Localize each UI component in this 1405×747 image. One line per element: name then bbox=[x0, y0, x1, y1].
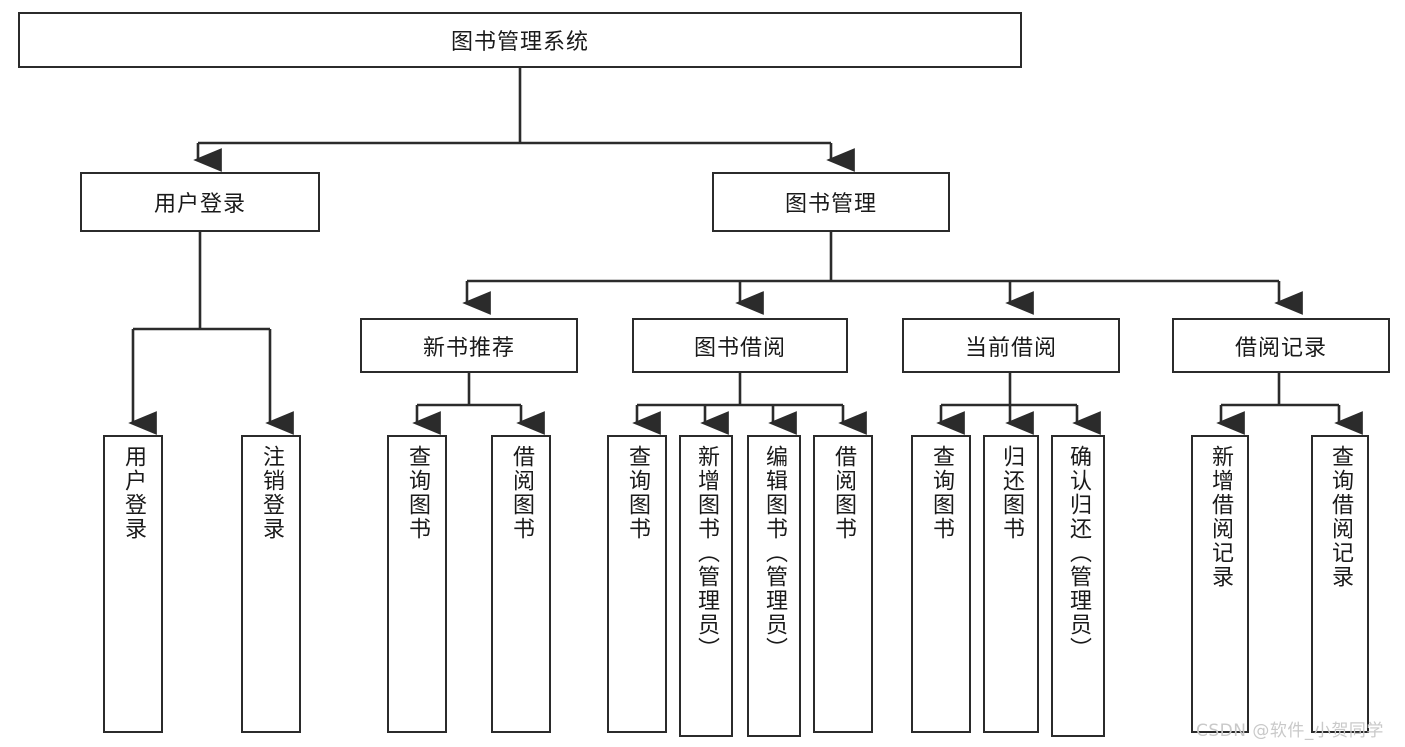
node-label: 图书管理系统 bbox=[450, 30, 589, 55]
node-root-system[interactable]: 图书管理系统 bbox=[18, 12, 1022, 68]
leaf-borrow-borrow-book[interactable]: 借阅图书 bbox=[813, 435, 873, 733]
leaf-records-add-record[interactable]: 新增借阅记录 bbox=[1191, 435, 1249, 733]
leaf-current-return-book[interactable]: 归还图书 bbox=[983, 435, 1039, 733]
leaf-label: 新增图书（管理员） bbox=[693, 445, 719, 661]
leaf-label: 用户登录 bbox=[120, 445, 146, 541]
node-label: 图书借阅 bbox=[693, 335, 786, 361]
leaf-label: 归还图书 bbox=[998, 445, 1024, 541]
node-borrow-records[interactable]: 借阅记录 bbox=[1172, 318, 1390, 373]
leaf-user-login-logout[interactable]: 注销登录 bbox=[241, 435, 301, 733]
leaf-label: 查询图书 bbox=[624, 445, 650, 541]
leaf-current-confirm-return[interactable]: 确认归还（管理员） bbox=[1051, 435, 1105, 737]
node-label: 图书管理 bbox=[784, 192, 877, 217]
csdn-watermark: CSDN @软件_小贺同学 bbox=[1196, 721, 1384, 741]
leaf-borrow-query-book[interactable]: 查询图书 bbox=[607, 435, 667, 733]
leaf-recommend-borrow-book[interactable]: 借阅图书 bbox=[491, 435, 551, 733]
leaf-records-query-record[interactable]: 查询借阅记录 bbox=[1311, 435, 1369, 733]
leaf-current-query-book[interactable]: 查询图书 bbox=[911, 435, 971, 733]
node-book-management[interactable]: 图书管理 bbox=[712, 172, 950, 232]
leaf-label: 查询借阅记录 bbox=[1327, 445, 1353, 589]
leaf-recommend-query-book[interactable]: 查询图书 bbox=[387, 435, 447, 733]
leaf-user-login-login[interactable]: 用户登录 bbox=[103, 435, 163, 733]
node-current-borrow[interactable]: 当前借阅 bbox=[902, 318, 1120, 373]
node-new-book-recommend[interactable]: 新书推荐 bbox=[360, 318, 578, 373]
node-user-login[interactable]: 用户登录 bbox=[80, 172, 320, 232]
leaf-label: 查询图书 bbox=[928, 445, 954, 541]
node-label: 借阅记录 bbox=[1234, 335, 1327, 361]
node-label: 新书推荐 bbox=[422, 335, 515, 361]
leaf-label: 注销登录 bbox=[258, 445, 284, 541]
leaf-label: 新增借阅记录 bbox=[1207, 445, 1233, 589]
leaf-label: 借阅图书 bbox=[508, 445, 534, 541]
node-book-borrow[interactable]: 图书借阅 bbox=[632, 318, 848, 373]
leaf-label: 借阅图书 bbox=[830, 445, 856, 541]
leaf-label: 编辑图书（管理员） bbox=[761, 445, 787, 661]
node-label: 用户登录 bbox=[153, 192, 246, 217]
leaf-borrow-edit-book[interactable]: 编辑图书（管理员） bbox=[747, 435, 801, 737]
leaf-label: 查询图书 bbox=[404, 445, 430, 541]
node-label: 当前借阅 bbox=[964, 335, 1057, 361]
leaf-borrow-add-book[interactable]: 新增图书（管理员） bbox=[679, 435, 733, 737]
leaf-label: 确认归还（管理员） bbox=[1065, 445, 1091, 661]
